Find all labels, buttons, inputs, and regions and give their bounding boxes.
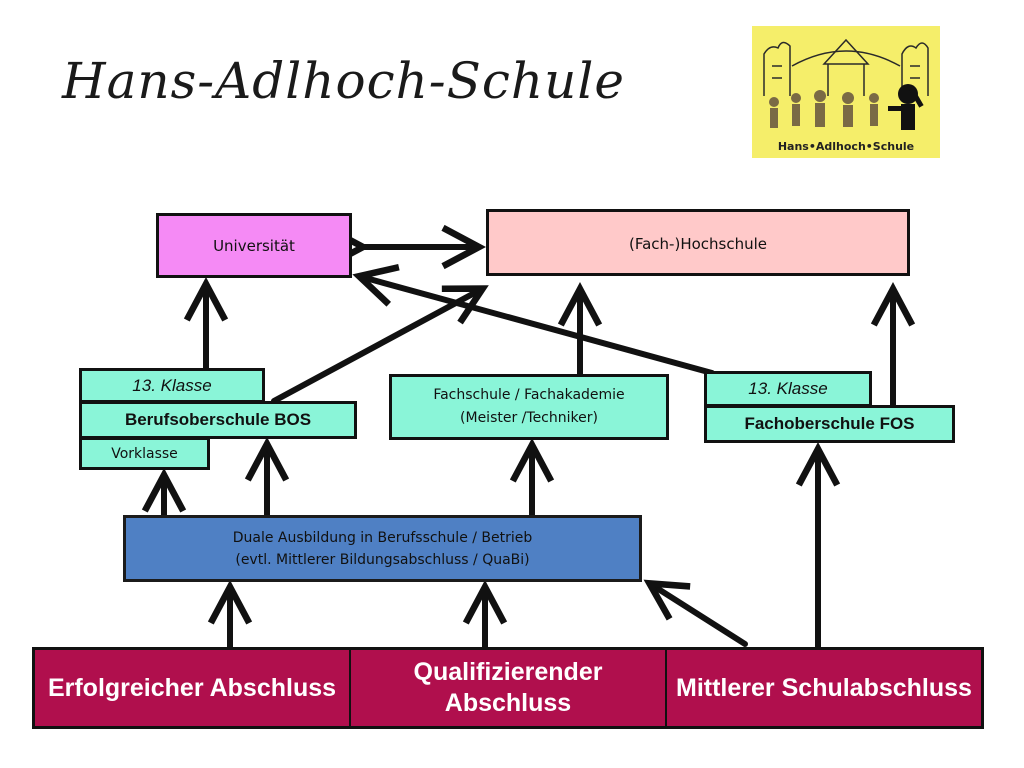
abschluss-mittlerer-line1: Mittlerer xyxy=(676,673,775,702)
vorklasse-box: Vorklasse xyxy=(79,437,210,470)
abschluss-erfolgreich-line2: Abschluss xyxy=(209,673,337,702)
logo-drawing xyxy=(763,38,929,130)
universitaet-label: Universität xyxy=(213,236,295,255)
page-title: Hans-Adlhoch-Schule xyxy=(62,52,625,110)
duale-ausbildung-box: Duale Ausbildung in Berufsschule / Betri… xyxy=(123,515,642,582)
fachhochschule-box: (Fach-)Hochschule xyxy=(486,209,910,276)
vorklasse-label: Vorklasse xyxy=(111,445,178,462)
bos-box: Berufsoberschule BOS xyxy=(79,401,357,439)
arrow-fos-uni xyxy=(352,263,715,376)
school-logo: Hans•Adlhoch•Schule xyxy=(752,26,940,158)
abschluss-mittlerer-line2: Schulabschluss xyxy=(781,673,972,702)
abschluss-erfolgreich-line1: Erfolgreicher xyxy=(47,673,204,702)
fos-13-klasse-label: 13. Klasse xyxy=(748,379,828,398)
duale-line1: Duale Ausbildung in Berufsschule / Betri… xyxy=(232,529,533,546)
abschluss-erfolgreich: Erfolgreicher Abschluss xyxy=(35,650,349,726)
universitaet-box: Universität xyxy=(156,213,352,278)
fos-label: Fachoberschule FOS xyxy=(744,414,915,433)
abschluss-qualifizierend: Qualifizierender Abschluss xyxy=(349,650,665,726)
bos-label: Berufsoberschule BOS xyxy=(124,410,312,429)
bos-13-klasse-box: 13. Klasse xyxy=(79,368,265,403)
duale-line2: (evtl. Mittlerer Bildungsabschluss / Qua… xyxy=(235,551,530,568)
abschluss-qualifizierend-line2: Abschluss xyxy=(444,689,572,717)
arrow-bos-fh xyxy=(271,285,489,404)
logo-text: Hans•Adlhoch•Schule xyxy=(777,140,915,153)
fachschule-box: Fachschule / Fachakademie (Meister /Tech… xyxy=(389,374,669,440)
abschluss-mittlerer: Mittlerer Schulabschluss xyxy=(665,650,981,726)
abschluss-qualifizierend-line1: Qualifizierender xyxy=(413,658,603,686)
fachschule-line1: Fachschule / Fachakademie xyxy=(433,387,625,403)
arrow-msa-dual xyxy=(643,579,748,647)
fos-13-klasse-box: 13. Klasse xyxy=(704,371,872,407)
bos-13-klasse-label: 13. Klasse xyxy=(132,375,212,395)
abschluss-row: Erfolgreicher Abschluss Qualifizierender… xyxy=(32,647,984,729)
fachhochschule-label: (Fach-)Hochschule xyxy=(629,235,767,253)
fachschule-line2: (Meister /Techniker) xyxy=(460,410,598,426)
fos-box: Fachoberschule FOS xyxy=(704,405,955,443)
